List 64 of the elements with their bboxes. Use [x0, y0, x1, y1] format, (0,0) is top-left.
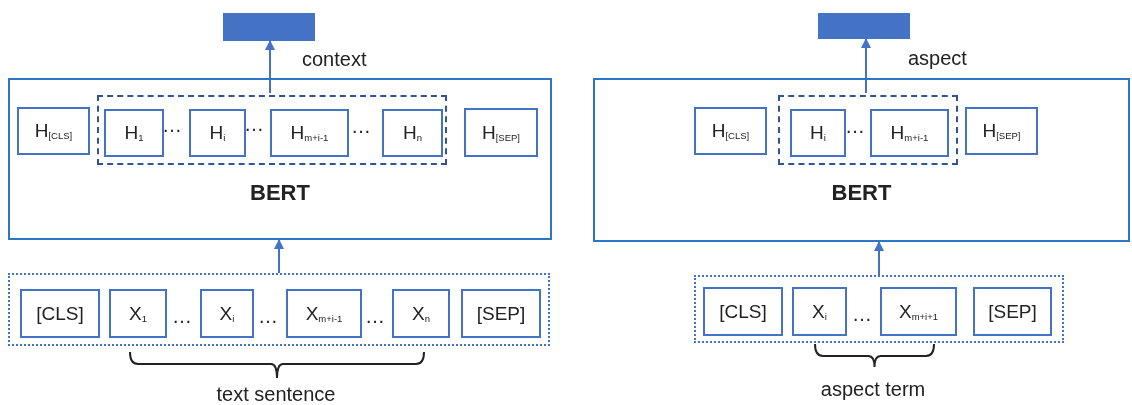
token-label: H$_{[CLS]}$	[711, 120, 750, 142]
token-box	[189, 109, 246, 157]
token-label: X$_{i}$	[812, 300, 827, 323]
arrow	[265, 40, 275, 94]
token-box	[790, 109, 846, 157]
dashed-group-box	[97, 95, 447, 165]
ellipsis: …	[845, 114, 865, 138]
token-label: H$_{i}$	[209, 122, 226, 144]
arrow	[274, 239, 284, 274]
ellipsis: …	[162, 113, 182, 137]
token-box	[461, 289, 541, 338]
token-box	[286, 289, 362, 338]
model-title: BERT	[830, 180, 893, 206]
token-box	[464, 108, 538, 157]
token-box	[880, 287, 957, 336]
token-box	[694, 107, 767, 155]
ellipsis: …	[172, 304, 192, 328]
token-label: [SEP]	[476, 302, 526, 325]
token-box	[973, 287, 1052, 336]
ellipsis: …	[258, 304, 278, 328]
token-label: H$_{[CLS]}$	[34, 120, 73, 142]
token-label: X$_{1}$	[129, 302, 147, 325]
token-box	[17, 107, 90, 155]
token-label: X$_{m+i+1}$	[898, 300, 939, 323]
model-title: BERT	[249, 180, 311, 206]
token-box	[392, 289, 450, 338]
token-label: H$_{n}$	[403, 122, 422, 144]
span-label: aspect term	[820, 377, 926, 401]
output-block	[818, 13, 910, 39]
token-label: H$_{i}$	[810, 122, 826, 144]
token-box	[965, 107, 1038, 155]
token-label: H$_{[SEP]}$	[482, 121, 520, 144]
token-box	[104, 109, 164, 157]
token-label: X$_{m+i-1}$	[305, 302, 343, 325]
span-label: text sentence	[216, 382, 336, 405]
token-box	[382, 109, 443, 157]
bert-encoder-box	[593, 78, 1130, 242]
token-box	[703, 287, 783, 336]
token-label: H$_{1}$	[124, 122, 144, 144]
ellipsis: …	[852, 302, 872, 326]
dashed-group-box	[778, 95, 958, 165]
token-box	[109, 289, 167, 338]
token-label: [SEP]	[988, 300, 1037, 323]
input-sequence-box	[694, 275, 1064, 343]
token-box	[870, 109, 949, 157]
token-box	[792, 287, 847, 336]
ellipsis: …	[365, 304, 385, 328]
token-label: H$_{m+i-1}$	[890, 122, 929, 144]
token-label: [CLS]	[719, 300, 767, 323]
token-label: [CLS]	[36, 302, 84, 325]
token-label: H$_{[SEP]}$	[982, 120, 1021, 142]
token-label: X$_{i}$	[219, 302, 235, 325]
token-label: X$_{n}$	[412, 302, 430, 325]
ellipsis: …	[244, 112, 264, 136]
bert-encoder-box	[8, 78, 552, 240]
arrow	[861, 38, 871, 94]
output-block	[223, 13, 315, 41]
token-label: H$_{m+i-1}$	[290, 122, 329, 144]
token-box	[200, 289, 254, 338]
ellipsis: …	[351, 114, 371, 138]
input-sequence-box	[8, 273, 550, 346]
token-box	[270, 109, 349, 157]
arrow	[874, 241, 884, 276]
token-box	[20, 289, 100, 338]
